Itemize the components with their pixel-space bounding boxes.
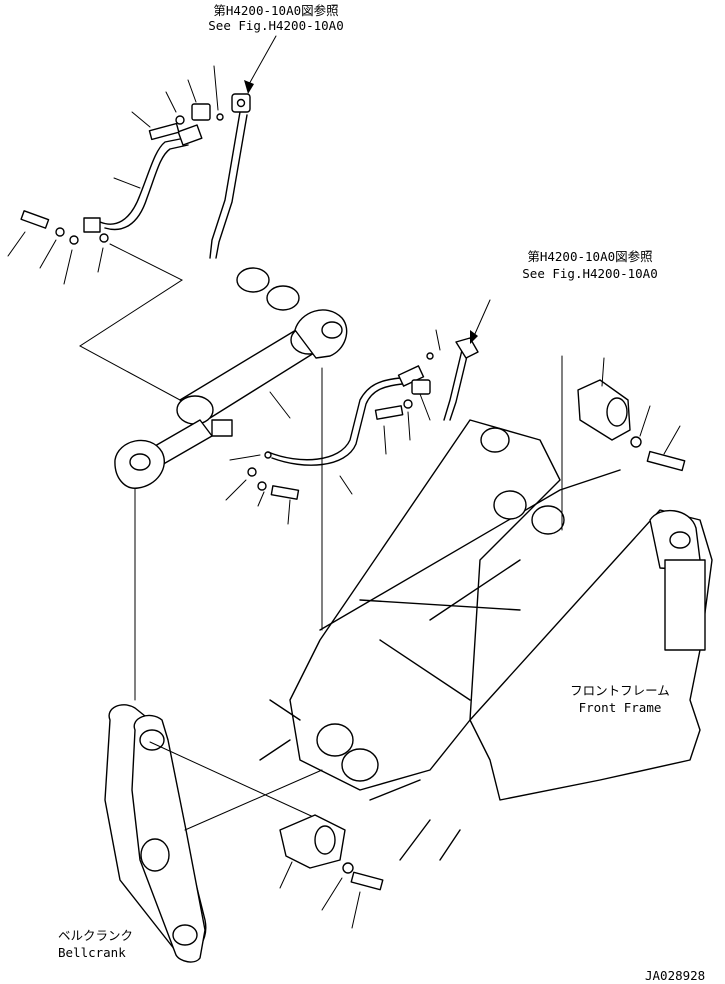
front-frame-outline: [259, 355, 713, 861]
cylinder-location-lines: [79, 243, 323, 701]
bellcrank-label-japanese: ベルクランク: [58, 928, 134, 943]
front-frame-label-japanese: フロントフレーム: [570, 683, 670, 698]
top-reference-arrow: [244, 35, 277, 94]
middle-hose-assembly: [225, 299, 491, 525]
bellcrank: [104, 704, 384, 963]
drawing-number: JA028928: [645, 968, 706, 983]
bellcrank-label-english: Bellcrank: [58, 945, 126, 960]
middle-reference-japanese: 第H4200-10A0図参照: [527, 249, 653, 264]
top-hose-assembly: [7, 65, 251, 285]
front-frame-label-english: Front Frame: [578, 700, 662, 715]
middle-reference-english: See Fig.H4200-10A0: [522, 266, 658, 281]
top-reference-japanese: 第H4200-10A0図参照: [213, 3, 339, 18]
hydraulic-cylinder: [114, 267, 348, 489]
top-reference-english: See Fig.H4200-10A0: [208, 18, 344, 33]
